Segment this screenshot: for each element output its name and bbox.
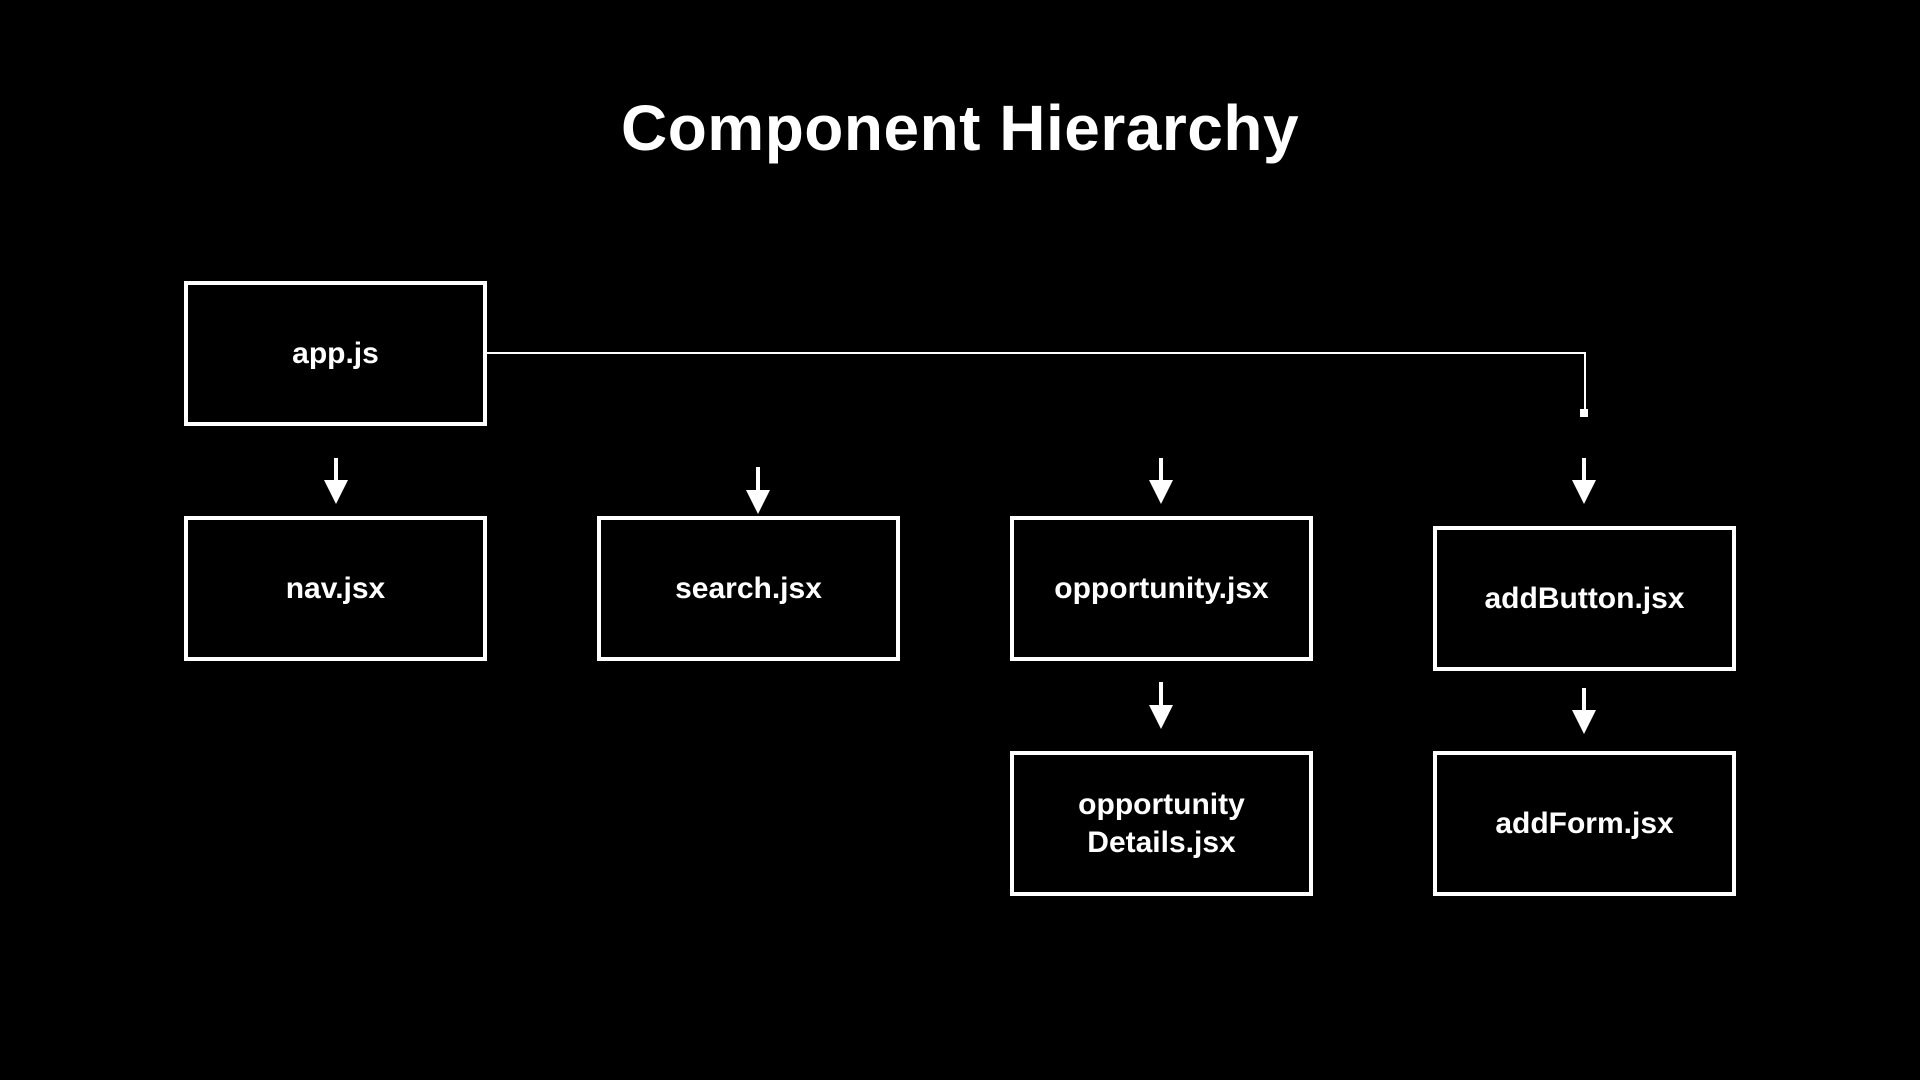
diagram-title: Component Hierarchy [620, 92, 1300, 164]
node-app-js: app.js [184, 281, 487, 426]
node-addbutton-jsx: addButton.jsx [1433, 526, 1736, 671]
node-search-jsx: search.jsx [597, 516, 900, 661]
connector-app-to-addbutton-bus [487, 352, 1586, 410]
connector-bus-endpoint [1580, 409, 1588, 417]
node-addform-jsx: addForm.jsx [1433, 751, 1736, 896]
node-opportunity-details-jsx: opportunity Details.jsx [1010, 751, 1313, 896]
node-opportunity-jsx: opportunity.jsx [1010, 516, 1313, 661]
node-nav-jsx: nav.jsx [184, 516, 487, 661]
